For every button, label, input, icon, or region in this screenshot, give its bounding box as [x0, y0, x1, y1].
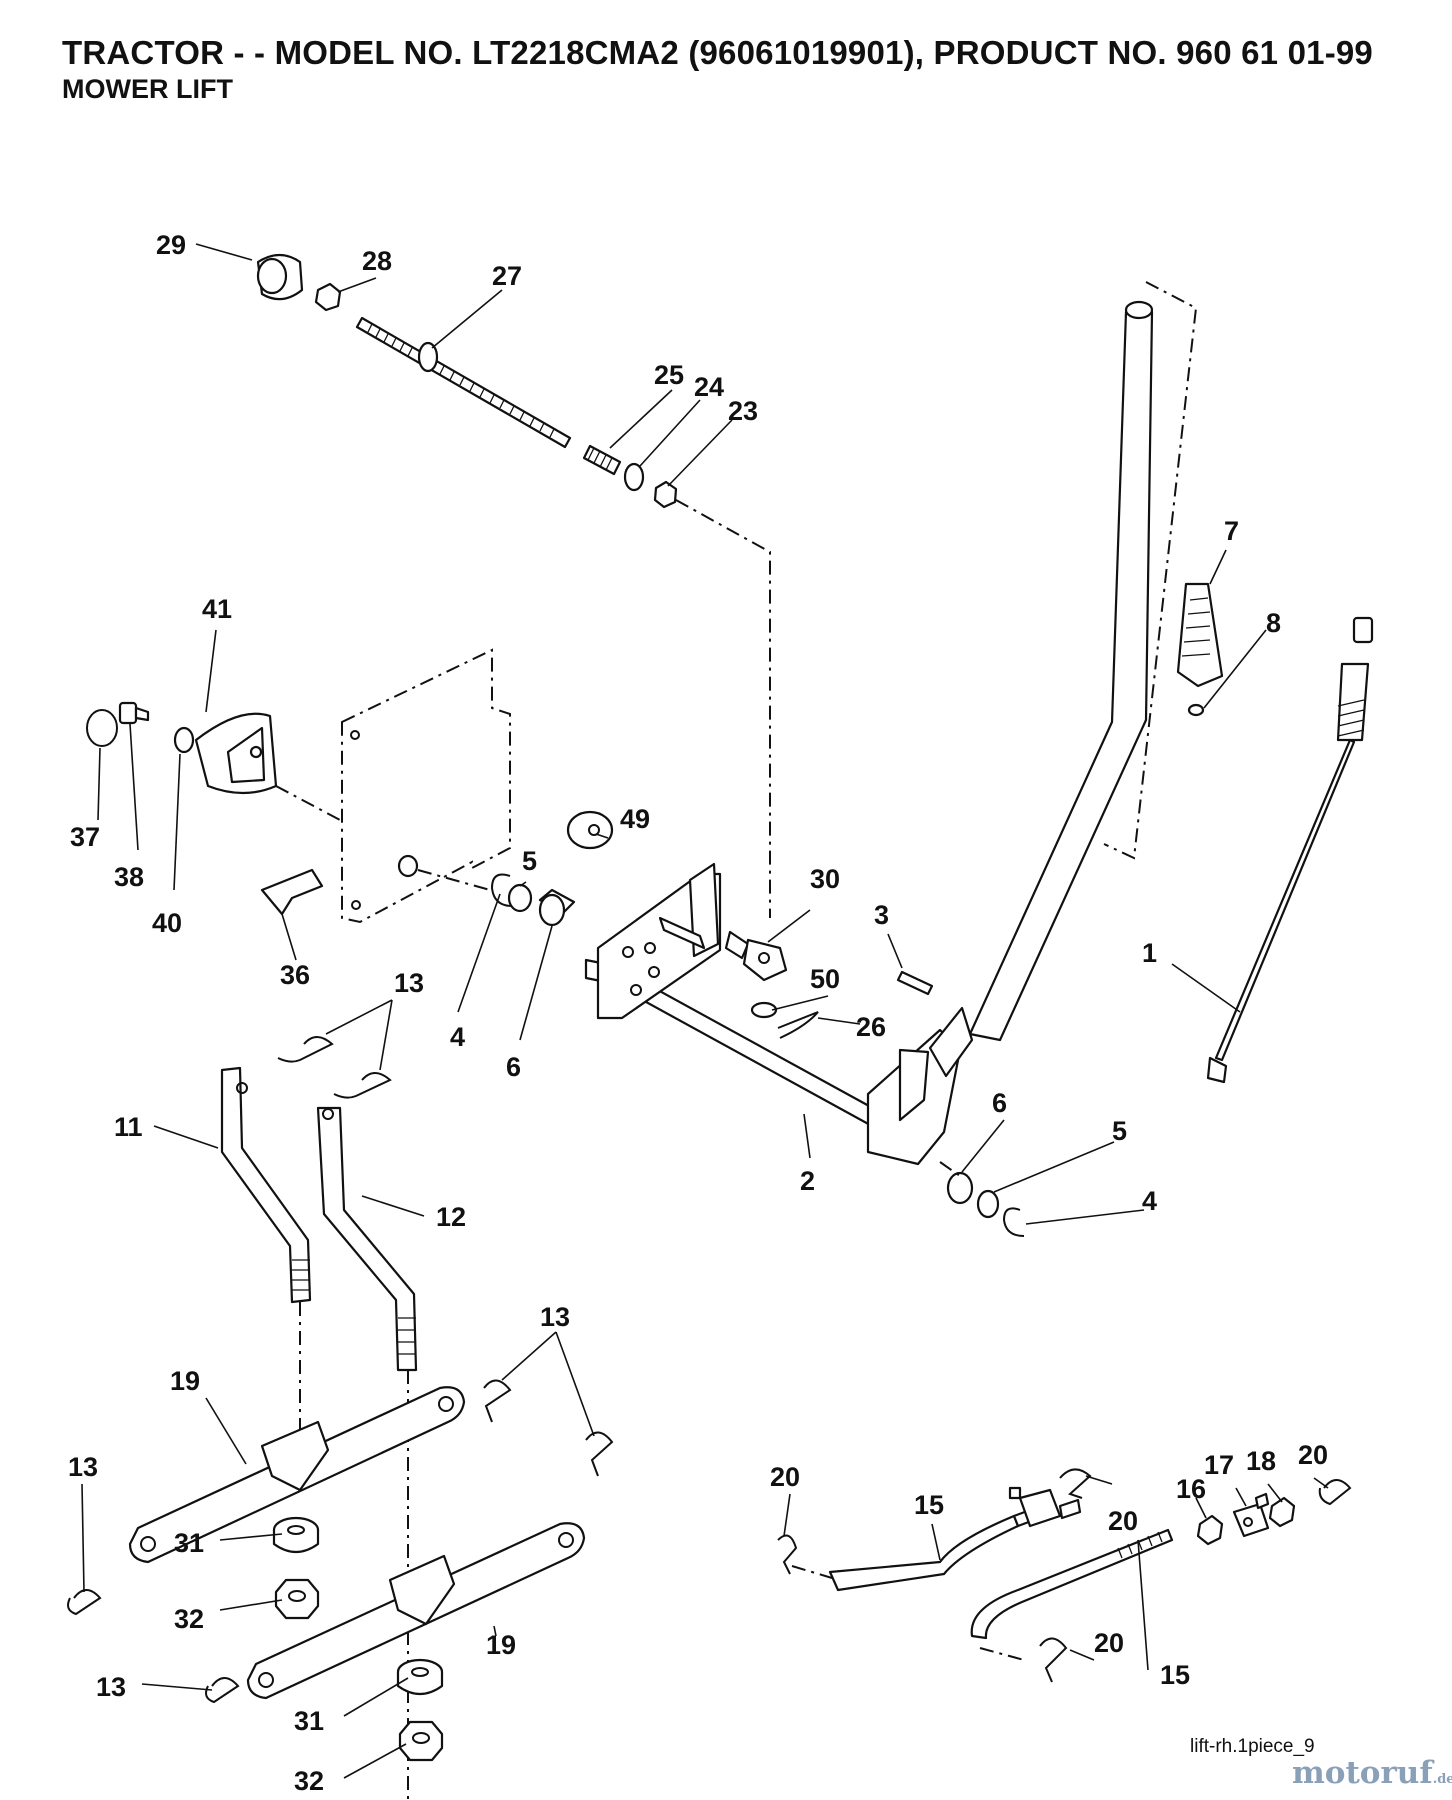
part-23-nut: [653, 480, 678, 509]
label-23: 23: [728, 396, 758, 426]
label-13-mid: 13: [540, 1302, 570, 1332]
part-50-washer: [750, 1001, 778, 1019]
part-37-ring: [86, 709, 118, 747]
part-36-clip: [260, 868, 324, 916]
part-6-bushing-right: [946, 1171, 974, 1205]
label-32-top: 32: [174, 1604, 204, 1634]
label-16: 16: [1176, 1474, 1206, 1504]
label-1: 1: [1142, 938, 1157, 968]
label-17: 17: [1204, 1450, 1234, 1480]
watermark: motoruf.de: [1292, 1755, 1452, 1791]
part-7-grip: [1176, 582, 1224, 688]
part-18-nut: [1268, 1496, 1296, 1528]
page-subtitle: MOWER LIFT: [62, 74, 233, 104]
part-32-nut-top: [274, 1578, 320, 1620]
label-12: 12: [436, 1202, 466, 1232]
label-36: 36: [280, 960, 310, 990]
part-41-bracket: [194, 712, 278, 795]
label-40: 40: [152, 908, 182, 938]
page-title: TRACTOR - - MODEL NO. LT2218CMA2 (960610…: [62, 34, 1373, 71]
label-19-top: 19: [170, 1366, 200, 1396]
label-20-b: 20: [1108, 1506, 1138, 1536]
label-30: 30: [810, 864, 840, 894]
label-20-d: 20: [1094, 1628, 1124, 1658]
label-24: 24: [694, 372, 724, 402]
label-26: 26: [856, 1012, 886, 1042]
label-50: 50: [810, 964, 840, 994]
label-2: 2: [800, 1166, 815, 1196]
lift-plate: [596, 862, 722, 1020]
part-trunnion-top: [1008, 1486, 1082, 1528]
part-32-nut-bottom: [398, 1720, 444, 1762]
label-4-right: 4: [1142, 1186, 1157, 1216]
part-24-washer: [623, 462, 645, 492]
label-15-top: 15: [914, 1490, 944, 1520]
part-6-bushing-left: [538, 888, 576, 927]
part-31-spacer-top: [272, 1516, 320, 1554]
part-labels: 29 28 27 25 24 23 7 8 41 37 38 40 36 49 …: [68, 230, 1328, 1796]
leader-lines: [81, 243, 1329, 1779]
label-13-bottom: 13: [96, 1672, 126, 1702]
part-12-lift-link: [316, 1106, 418, 1372]
label-13-left: 13: [68, 1452, 98, 1482]
drawing-reference: lift-rh.1piece_9: [1190, 1736, 1315, 1757]
part-11-lift-link: [220, 1066, 312, 1304]
watermark-main: motoruf: [1292, 1755, 1433, 1791]
label-8: 8: [1266, 608, 1281, 638]
label-41: 41: [202, 594, 232, 624]
part-38-bolt: [118, 701, 150, 725]
part-26-hairpin: [777, 1011, 819, 1039]
label-27: 27: [492, 261, 522, 291]
part-1-lift-rod: [1206, 616, 1374, 1084]
part-40-washer: [173, 726, 195, 754]
frame-plate-outline: [341, 648, 511, 924]
label-25: 25: [654, 360, 684, 390]
header: TRACTOR - - MODEL NO. LT2218CMA2 (960610…: [62, 34, 1373, 105]
part-5-washer-left: [507, 883, 533, 913]
part-4-clip-left: [490, 873, 513, 907]
label-7: 7: [1224, 516, 1239, 546]
label-4-left: 4: [450, 1022, 465, 1052]
part-16-nut: [1196, 1514, 1224, 1546]
label-15-bottom: 15: [1160, 1660, 1190, 1690]
part-19-lift-arm-top: [128, 1386, 466, 1564]
part-30-trunnion: [724, 930, 788, 982]
part-3-pin: [896, 970, 934, 996]
label-13-top: 13: [394, 968, 424, 998]
lift-handle: [866, 300, 1154, 1166]
part-15-rear-link-bottom: [970, 1528, 1174, 1640]
label-31-bottom: 31: [294, 1706, 324, 1736]
part-8-ring: [1187, 703, 1205, 717]
part-4-clip-right: [1002, 1207, 1025, 1237]
part-19-lift-arm-bottom: [246, 1522, 586, 1700]
label-6-left: 6: [506, 1052, 521, 1082]
label-29: 29: [156, 230, 186, 260]
part-29-knob: [256, 253, 304, 301]
part-28-nut: [314, 282, 342, 312]
label-5-left: 5: [522, 846, 537, 876]
part-25-spring: [582, 444, 622, 476]
part-27-threaded-rod: [355, 316, 572, 449]
label-32-bottom: 32: [294, 1766, 324, 1796]
label-18: 18: [1246, 1446, 1276, 1476]
label-38: 38: [114, 862, 144, 892]
part-5-washer-right: [976, 1189, 1000, 1219]
label-28: 28: [362, 246, 392, 276]
label-20-c: 20: [1298, 1440, 1328, 1470]
label-3: 3: [874, 900, 889, 930]
label-31-top: 31: [174, 1528, 204, 1558]
label-6-right: 6: [992, 1088, 1007, 1118]
label-37: 37: [70, 822, 100, 852]
part-17-trunnion: [1232, 1492, 1270, 1538]
label-20-a: 20: [770, 1462, 800, 1492]
watermark-suffix: .de: [1432, 1772, 1452, 1787]
label-49: 49: [620, 804, 650, 834]
label-5-right: 5: [1112, 1116, 1127, 1146]
part-31-spacer-bottom: [396, 1658, 444, 1696]
label-11: 11: [114, 1112, 143, 1142]
label-19-bottom: 19: [486, 1630, 516, 1660]
